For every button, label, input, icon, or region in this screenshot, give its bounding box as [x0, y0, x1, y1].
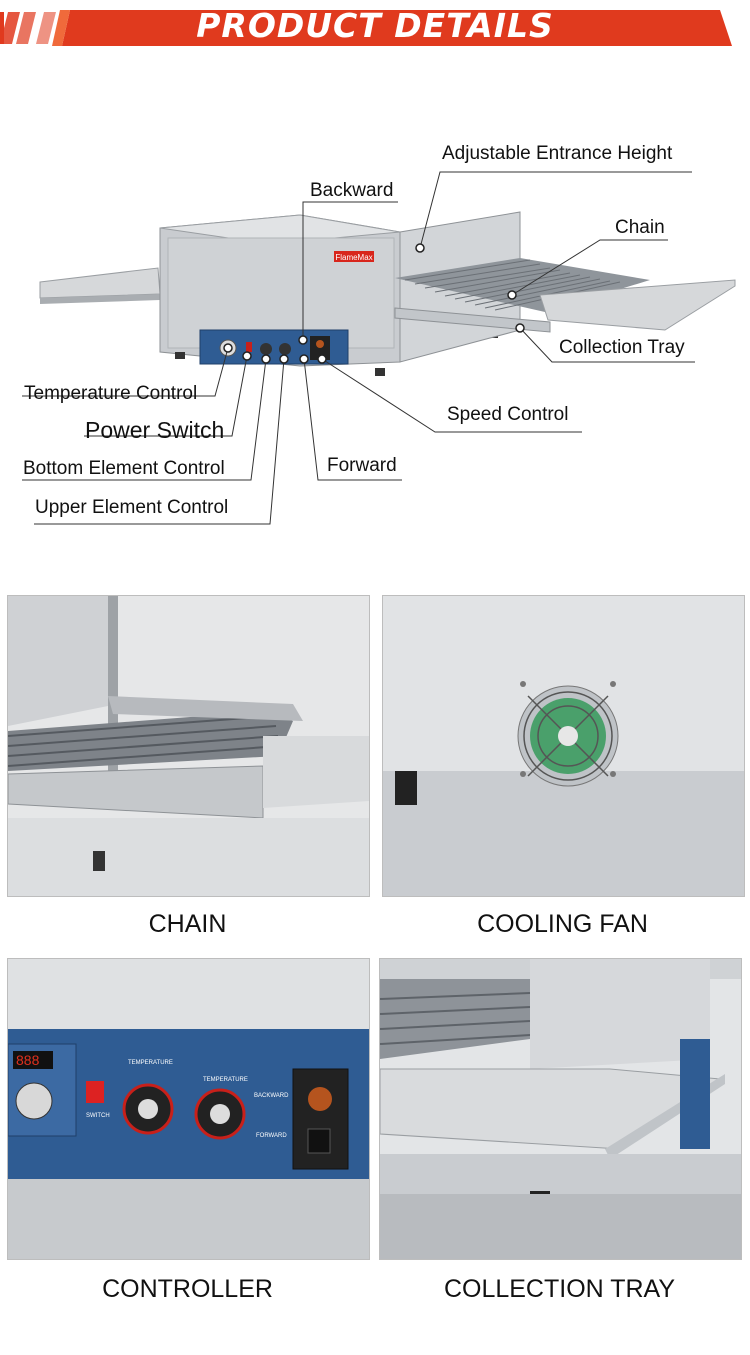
chain-photo-graphic — [8, 596, 369, 896]
controller-graphic: 888 SWITCH TEMPERATURE TEMPERATURE BACKW… — [8, 959, 369, 1259]
caption-collection-tray: COLLECTION TRAY — [443, 1275, 676, 1303]
label-upper-element-control: Upper Element Control — [35, 497, 229, 518]
label-adjustable-entrance-height: Adjustable Entrance Height — [442, 143, 673, 164]
label-backward: Backward — [310, 180, 394, 201]
banner-graphic — [0, 10, 732, 46]
label-power-switch: Power Switch — [85, 417, 225, 443]
controller-backward-label: BACKWARD — [254, 1093, 289, 1099]
label-forward: Forward — [327, 455, 397, 476]
collection-tray-graphic — [380, 959, 741, 1259]
caption-cooling-fan: COOLING FAN — [477, 910, 648, 938]
controller-temp-label-2: TEMPERATURE — [203, 1077, 248, 1083]
controller-switch-label: SWITCH — [86, 1113, 110, 1119]
header-banner: PRODUCT DETAILS — [0, 0, 750, 56]
label-temperature-control: Temperature Control — [24, 383, 198, 404]
caption-chain: CHAIN — [148, 910, 227, 938]
label-bottom-element-control: Bottom Element Control — [23, 458, 225, 479]
controller-display: 888 — [16, 1052, 40, 1068]
brand-logo — [334, 251, 374, 262]
detail-photo-cooling-fan — [382, 595, 745, 897]
label-speed-control: Speed Control — [447, 404, 569, 425]
controller-temp-label-1: TEMPERATURE — [128, 1060, 173, 1066]
controller-forward-label: FORWARD — [256, 1133, 287, 1139]
label-chain: Chain — [615, 217, 665, 238]
oven-illustration: FlameMax — [22, 171, 736, 525]
cooling-fan-graphic — [383, 596, 744, 896]
page-title: PRODUCT DETAILS — [196, 6, 554, 45]
detail-photo-chain — [7, 595, 370, 897]
detail-photo-controller: 888 SWITCH TEMPERATURE TEMPERATURE BACKW… — [7, 958, 370, 1260]
detail-photo-collection-tray — [379, 958, 742, 1260]
label-collection-tray: Collection Tray — [559, 337, 685, 358]
brand-logo-text: FlameMax — [335, 253, 372, 262]
caption-controller: CONTROLLER — [102, 1275, 273, 1303]
